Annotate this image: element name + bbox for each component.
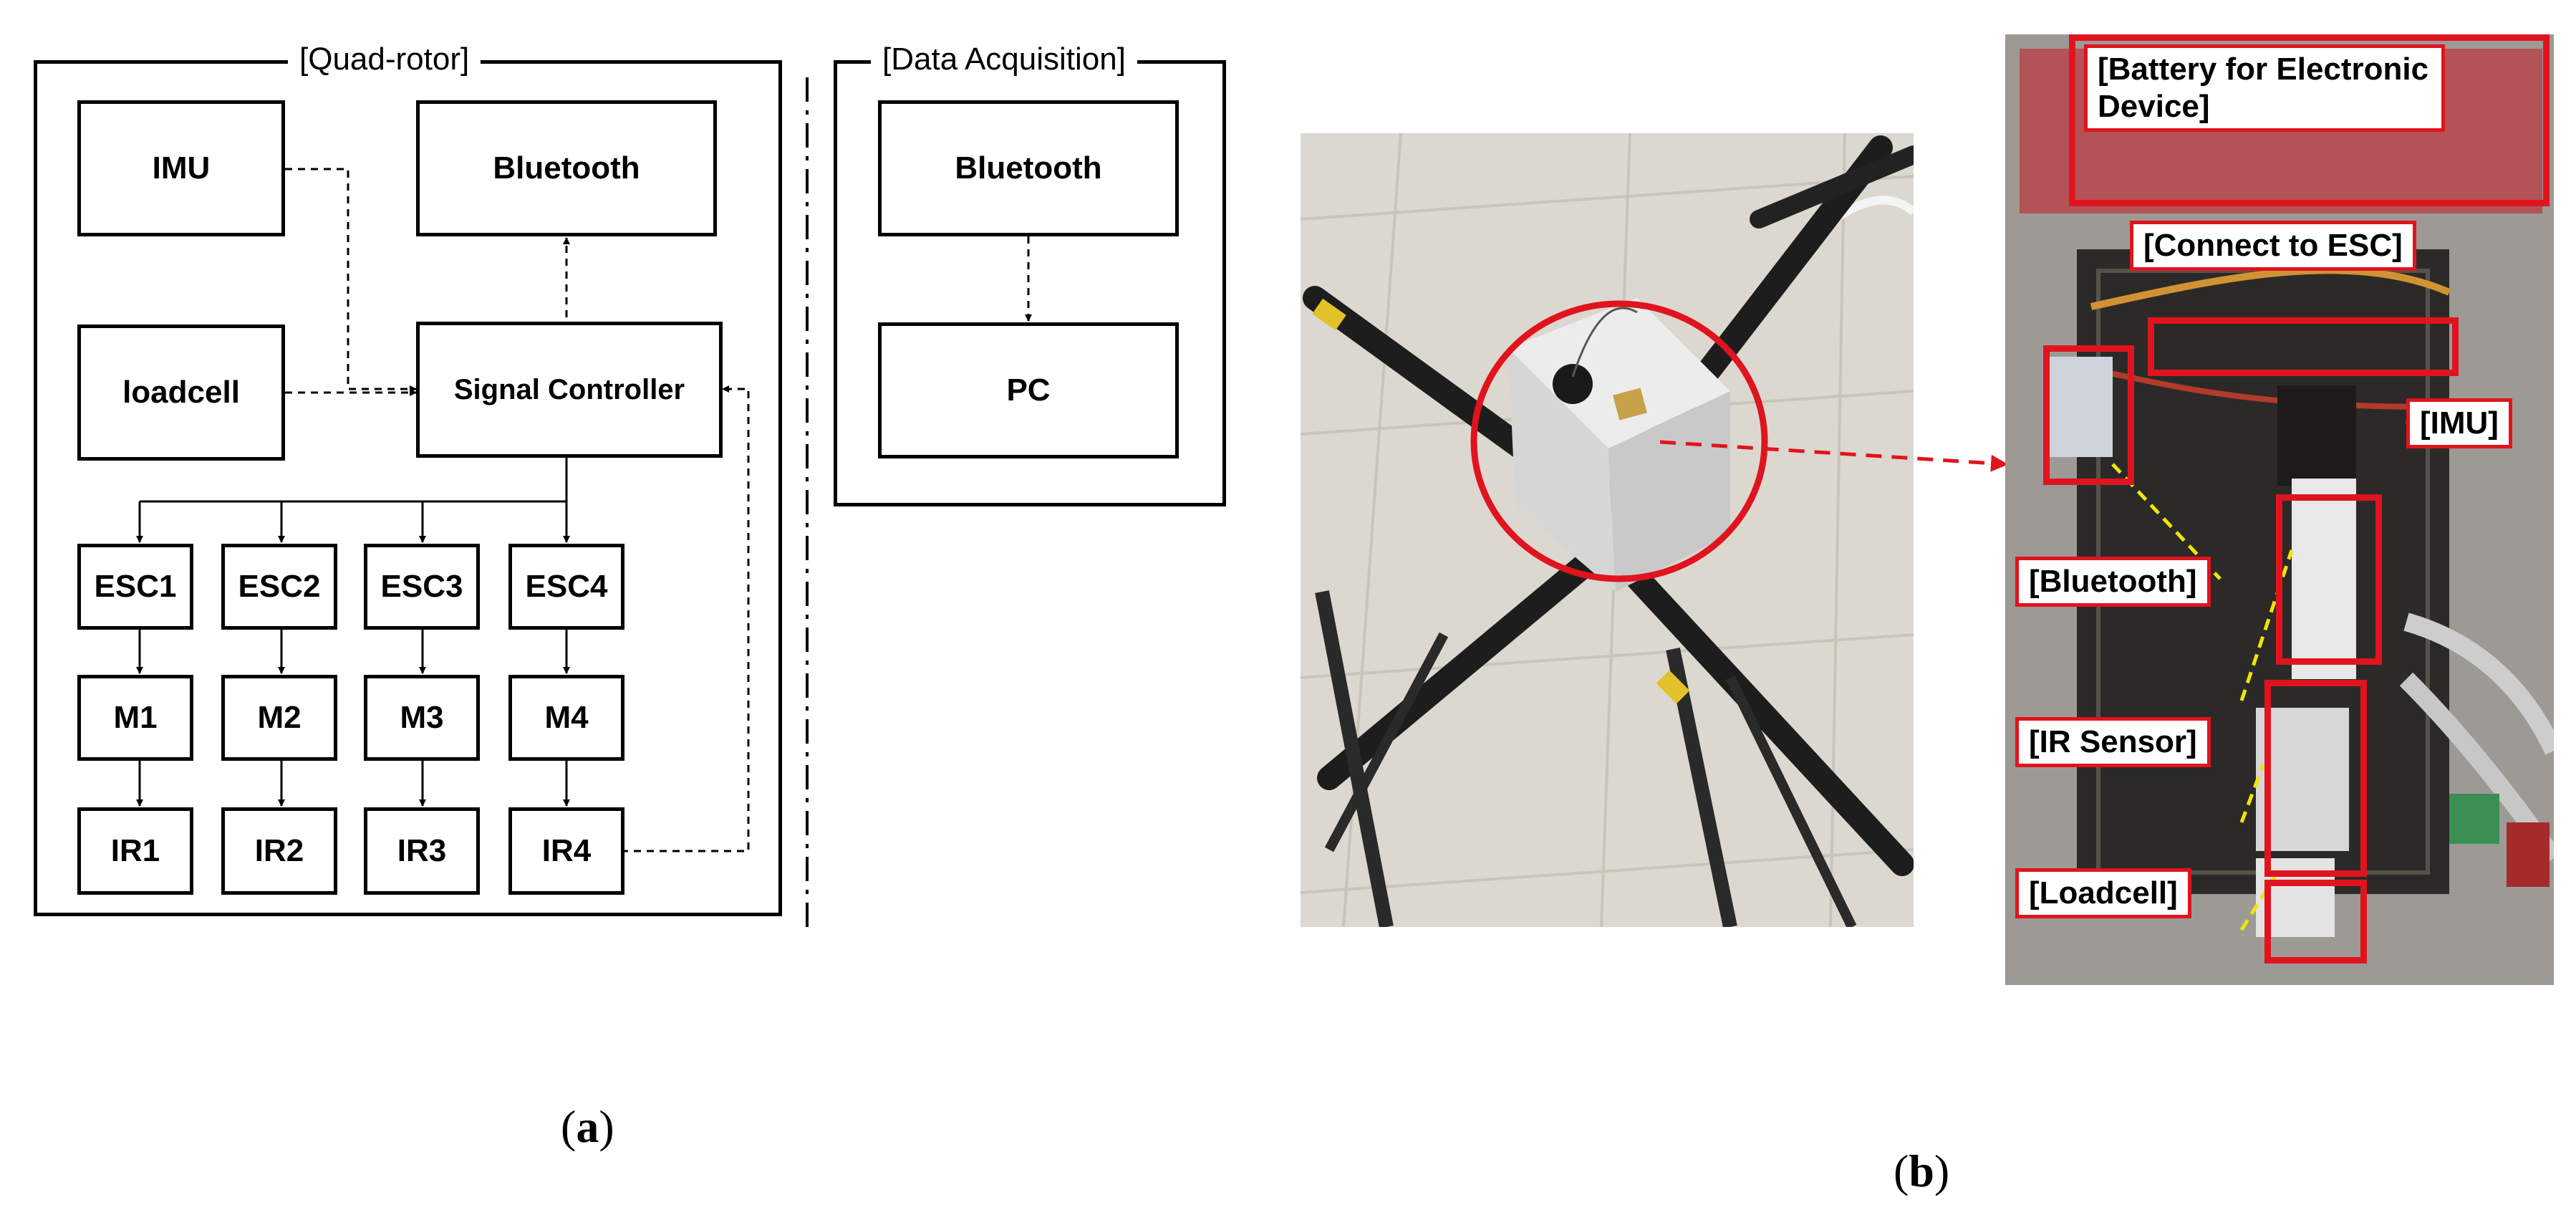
connect-esc-callout: [Connect to ESC] [2130,221,2416,271]
board-illustration [2005,34,2554,985]
connect-esc-highlight [2148,317,2459,376]
bluetooth-callout: [Bluetooth] [2015,557,2211,607]
daq-bluetooth-block: Bluetooth [878,100,1179,236]
bluetooth-block: Bluetooth [416,100,717,236]
panel-a-label: (a) [561,1101,614,1152]
imu-callout: [IMU] [2406,398,2512,448]
loadcell-block: loadcell [77,325,285,461]
ir2-block: IR2 [221,807,337,895]
bluetooth-highlight [2276,494,2382,665]
pc-block: PC [878,322,1179,458]
ir-sensor-callout: [IR Sensor] [2015,717,2211,767]
drone-illustration [1301,133,1914,927]
signal-controller-block: Signal Controller [416,322,723,458]
panel-b-label: (b) [1894,1145,1950,1196]
ir1-block: IR1 [77,807,193,895]
loadcell-callout: [Loadcell] [2015,868,2191,918]
ir-sensor-highlight [2264,680,2367,877]
esc2-block: ESC2 [221,544,337,630]
esc4-block: ESC4 [508,544,624,630]
battery-highlight [2069,34,2550,206]
ir3-block: IR3 [364,807,480,895]
data-acquisition-title: [Data Acquisition] [871,42,1137,77]
imu-highlight [2043,345,2134,485]
m3-block: M3 [364,675,480,761]
battery-callout: [Battery for Electronic Device] [2084,44,2445,132]
m2-block: M2 [221,675,337,761]
controller-box-highlight [1470,300,1768,582]
m1-block: M1 [77,675,193,761]
esc1-block: ESC1 [77,544,193,630]
quadrotor-title: [Quad-rotor] [288,42,481,77]
drone-photo [1301,133,1914,927]
loadcell-highlight [2264,880,2367,964]
esc3-block: ESC3 [364,544,480,630]
m4-block: M4 [508,675,624,761]
ir4-block: IR4 [508,807,624,895]
imu-to-controller-arrow [285,168,417,393]
imu-block: IMU [77,100,285,236]
